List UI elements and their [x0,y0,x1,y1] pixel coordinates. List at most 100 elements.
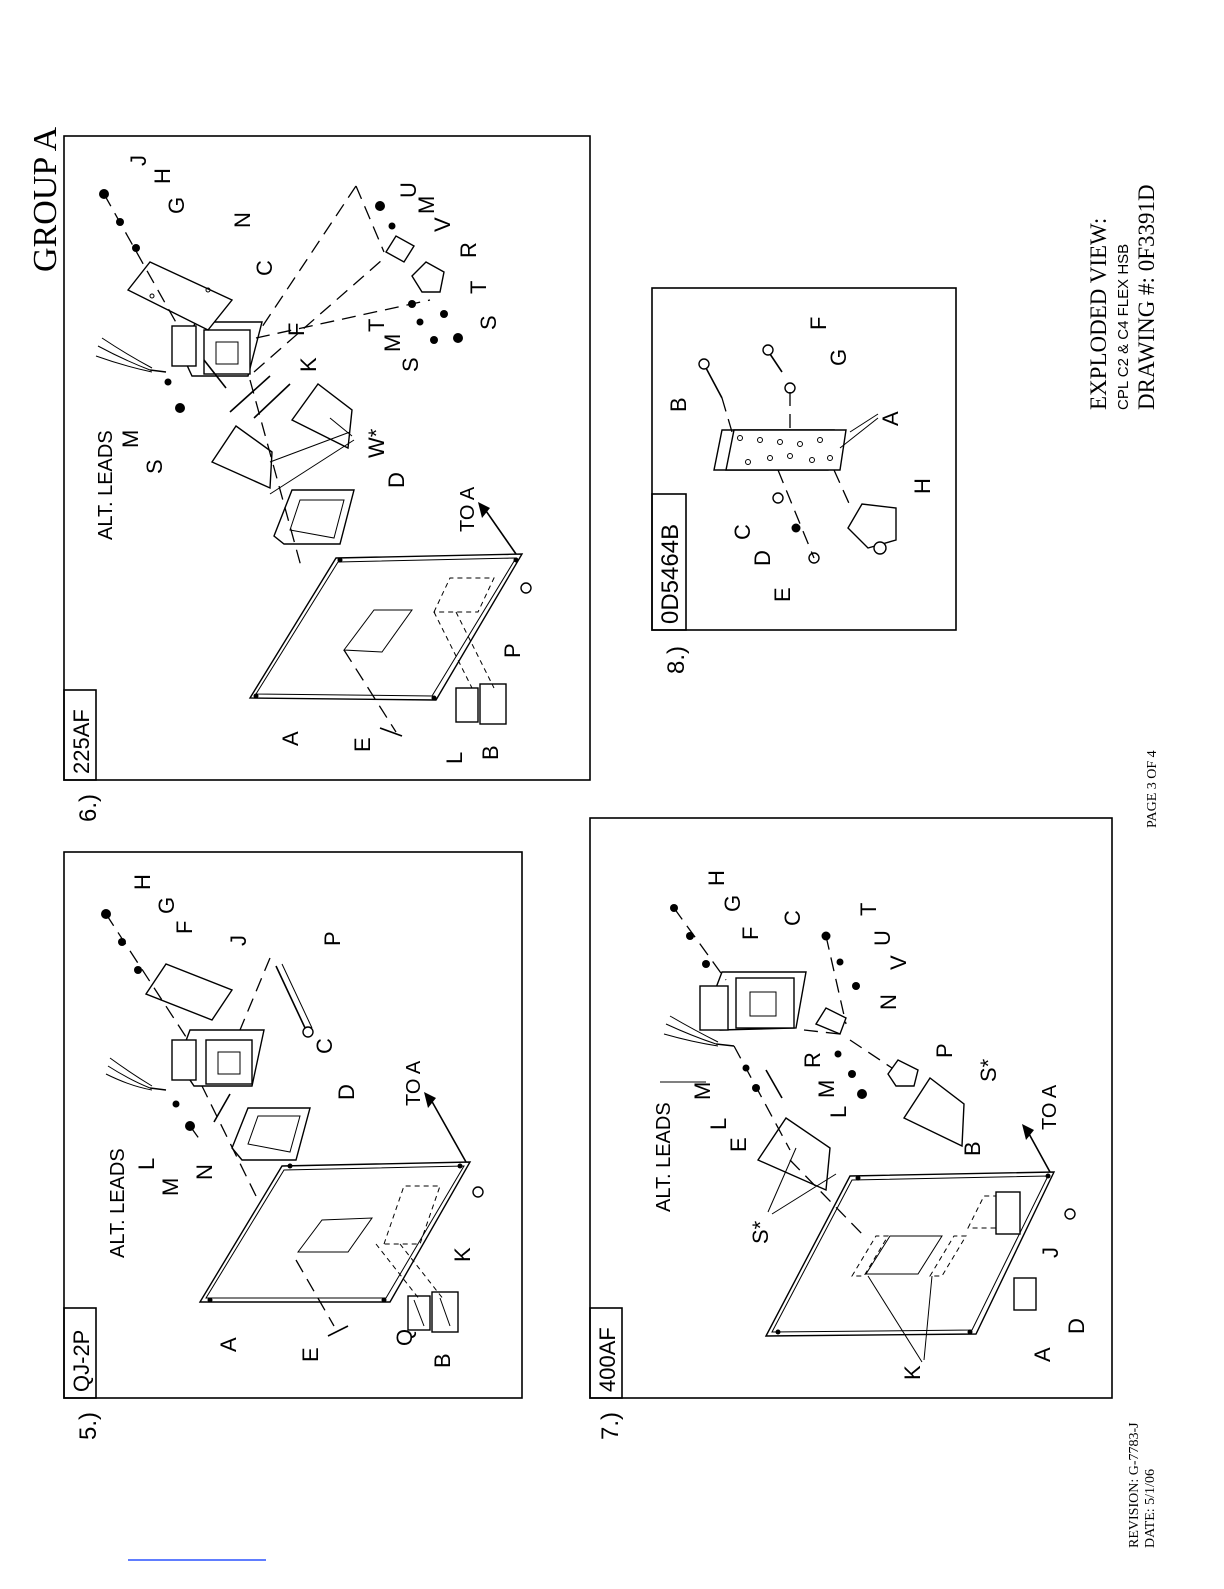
view-6-label-t-2: T [364,319,389,332]
view-5-label-m: M [158,1178,183,1196]
view-7-label-c: C [780,910,805,926]
view-5-tag-box [63,1307,97,1399]
view-8-label-b: B [666,397,691,412]
view-8-lug-h [847,503,897,549]
view-8-label-d: D [750,550,775,566]
view-5-screw-e [327,1325,349,1337]
view-7-label-r: R [800,1052,825,1068]
view-5-label-g: G [154,897,179,914]
view-8-number: 8.) [663,646,690,674]
view-6-back-plate [248,553,524,701]
view-6-label-l: L [442,752,467,764]
view-8-bolt-b [705,367,723,399]
view-8-bus-bar-2 [725,429,847,471]
view-5: 5.) QJ-2P [63,851,523,1440]
view-7-alt-leads: ALT. LEADS [653,1102,675,1212]
view-7-label-m: M [690,1082,715,1100]
view-6-label-r: R [456,242,481,258]
view-5-plate-j [144,963,234,1021]
title-line-1: EXPLODED VIEW: [1086,218,1111,410]
view-8-tag-box [651,493,687,631]
view-5-label-l: L [134,1158,159,1170]
view-7-label-f: F [738,927,763,940]
view-8-bar-holes [737,435,833,465]
view-6-lug-r [411,261,445,293]
view-7-label-u: U [870,930,895,946]
view-7-bracket-n [814,1007,847,1035]
view-7-label-k: K [900,1365,925,1380]
view-8-screw-f [769,353,783,373]
view-5-alt-leads: ALT. LEADS [107,1148,129,1258]
view-8-label-a: A [878,411,903,426]
view-7-label-t: T [856,903,881,916]
date-label: DATE: 5/1/06 [1143,1469,1158,1548]
view-5-to-a: TO A [403,1060,425,1106]
revision-label: REVISION: G-7783-J [1127,1422,1142,1548]
view-8: 8.) 0D5464B A B C D [651,287,957,674]
view-5-strip-n [213,1093,231,1123]
view-6-label-s: S [476,315,501,330]
view-5-label-f: F [172,921,197,934]
view-6-label-h: H [150,168,175,184]
view-6-to-a: TO A [457,486,479,532]
view-7-lug-p [887,1059,919,1087]
view-5-label-h: H [130,874,155,890]
view-7-number: 7.) [597,1412,624,1440]
title-block: EXPLODED VIEW: CPL C2 & C4 FLEX HSB DRAW… [1086,184,1159,410]
view-6-label-c: C [252,260,277,276]
view-7-label-a: A [1030,1347,1055,1362]
view-7-label-l: L [706,1118,731,1130]
view-6-label-p: P [500,643,525,658]
view-7-nameplate-b [995,1191,1021,1235]
view-6-label-s-3: S [398,357,423,372]
view-6-label-m-3: M [380,334,405,352]
view-6-label-k: K [296,357,321,372]
view-6-label-e: E [350,737,375,752]
view-6-cover-w-2 [290,383,353,450]
title-line-2: CPL C2 & C4 FLEX HSB [1115,244,1132,410]
view-7-label-p: P [932,1043,957,1058]
view-6-label-d: D [384,472,409,488]
view-8-label-e: E [770,587,795,602]
view-5-label-d: D [334,1084,359,1100]
view-8-label-f: F [806,317,831,330]
view-6-cover-w-1 [210,425,273,490]
view-7-cover-s-1 [756,1117,831,1192]
view-6-label-m: M [118,430,143,448]
view-5-label-a: A [216,1337,241,1352]
view-5-frame [63,851,523,1399]
view-7-label-v: V [886,955,911,970]
view-8-tag: 0D5464B [657,524,684,624]
view-6-label-v: V [430,217,455,232]
view-6-label-n: N [230,212,255,228]
view-7-label-g: G [720,895,745,912]
view-7-to-a: TO A [1039,1084,1061,1130]
view-6-tag: 225AF [69,709,94,774]
view-5-label-b: B [430,1353,455,1368]
view-7-nameplate-d [1013,1277,1037,1311]
title-line-3: DRAWING #: 0F3391D [1134,184,1159,410]
view-7-label-e: E [726,1137,751,1152]
view-6-number: 6.) [75,794,102,822]
view-5-number: 5.) [75,1412,102,1440]
view-6-label-m-2: M [414,196,439,214]
view-7-tag: 400AF [595,1327,620,1392]
view-7-label-j: J [1038,1247,1063,1258]
page-number: PAGE 3 OF 4 [1145,750,1160,828]
view-5-label-c: C [312,1038,337,1054]
view-6-nameplate-b [479,683,507,725]
view-8-label-g: G [826,349,851,366]
view-7-frame [589,817,1113,1399]
view-6-label-f: F [284,323,309,336]
view-6-label-g: G [164,197,189,214]
view-7-label-n: N [876,994,901,1010]
view-7-label-b: B [960,1141,985,1156]
view-6-frame [63,135,591,781]
view-6: 6.) 225AF [63,135,591,822]
view-5-bolt-p [275,965,307,1031]
view-5-label-p: P [320,931,345,946]
view-7-cover-s-2 [902,1076,965,1148]
view-7-label-s: S* [976,1058,1001,1082]
view-7-label-l-2: L [826,1106,851,1118]
